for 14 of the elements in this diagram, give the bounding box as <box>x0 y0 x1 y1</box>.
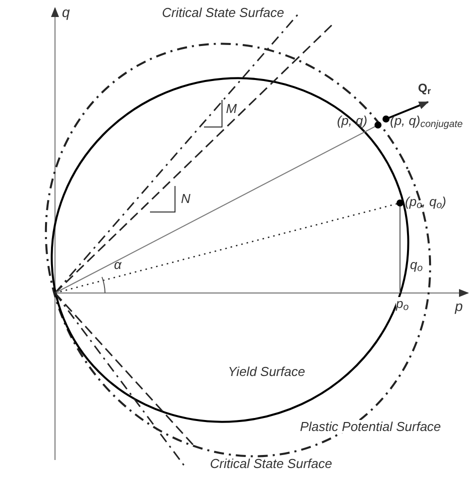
curve-label: Critical State Surface <box>162 6 284 19</box>
axis-label: q <box>62 5 70 19</box>
point-label: (p, q)$_{conjugate}$ <box>390 114 463 127</box>
curve-label: Critical State Surface <box>210 457 332 470</box>
axis-value-label: p$_{o}$ <box>396 297 409 310</box>
vector-label: Q$_{r}$ <box>418 82 431 94</box>
axis-label: p <box>455 299 463 313</box>
point-label: (p$_{o}$, q$_{o}$) <box>405 195 446 208</box>
curve-label: Plastic Potential Surface <box>300 420 441 433</box>
slope-label: N <box>181 192 190 205</box>
curve-label: Yield Surface <box>228 365 306 378</box>
angle-label: α <box>114 258 122 271</box>
slope-label: M <box>226 102 237 115</box>
point-label: (p, q) <box>337 114 368 127</box>
